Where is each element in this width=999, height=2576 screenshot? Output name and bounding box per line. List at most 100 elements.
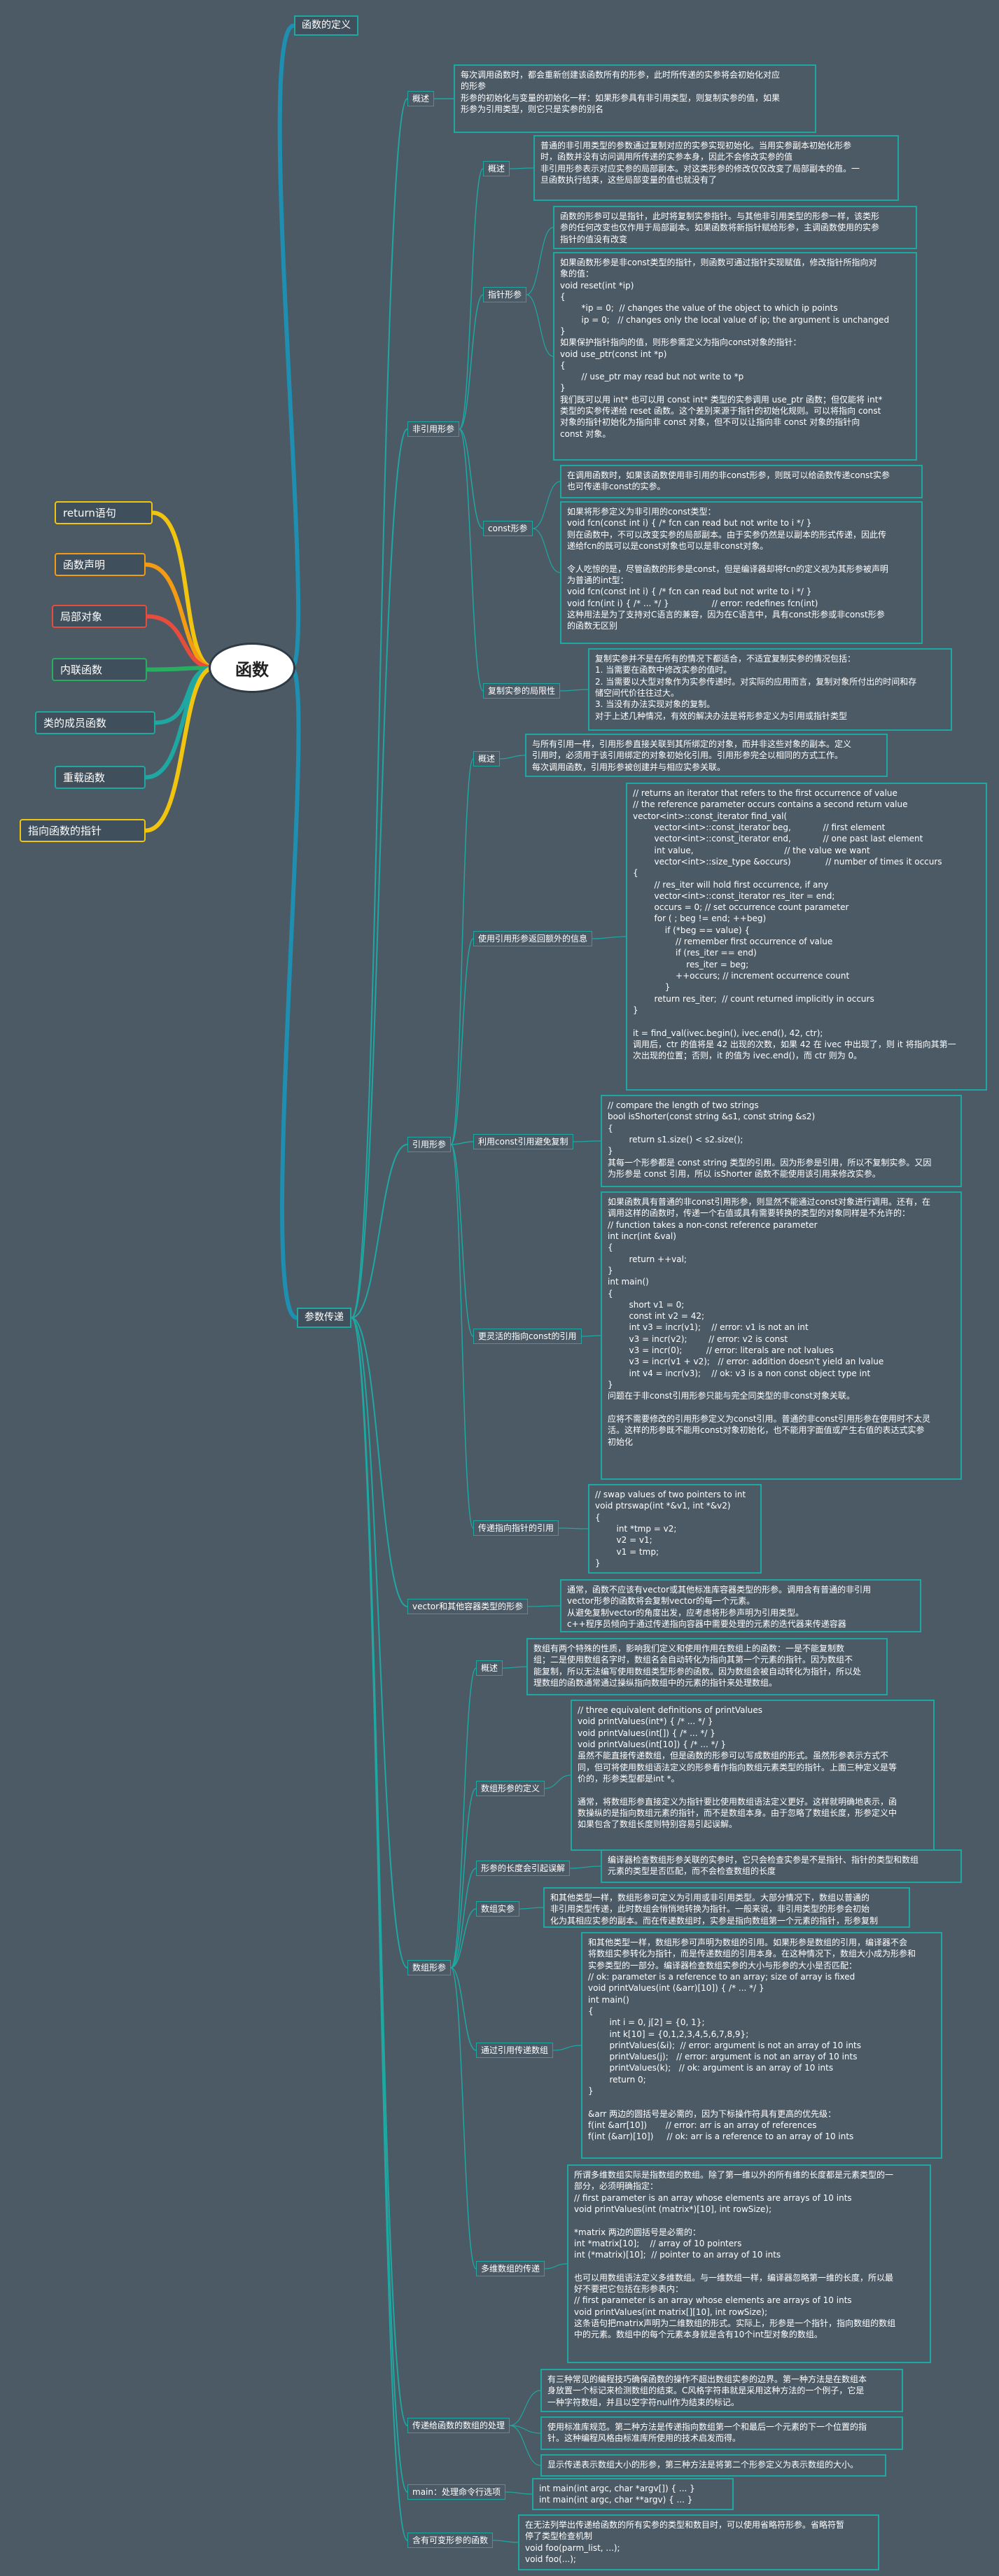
link-box-variadic xyxy=(492,2540,519,2543)
link-node-variadic xyxy=(351,1317,408,2541)
node-const-ref-avoid-copy[interactable]: 利用const引用避免复制 xyxy=(473,1134,573,1150)
node-ref-overview[interactable]: 概述 xyxy=(473,751,501,767)
link-box-const-ref-avoid-copy xyxy=(573,1140,601,1142)
link-box-pass-array-by-ref xyxy=(552,2045,582,2051)
box-array-handling-3: 显示传递表示数组大小的形参，第三种方法是将第二个形参定义为表示数组的大小。 xyxy=(540,2454,886,2477)
node-nonref-overview[interactable]: 概述 xyxy=(483,161,510,177)
link-box-copy-limit xyxy=(559,689,589,692)
box-flexible-const-ref: 如果函数具有普通的非const引用形参，则显然不能通过const对象进行调用。还… xyxy=(601,1191,962,1480)
box-overview-text: 每次调用函数时，都会重新创建该函数所有的形参，此时所传递的实参将会初始化对应 的… xyxy=(454,64,816,133)
box-ref-to-pointer: // swap values of two pointers to int vo… xyxy=(588,1484,762,1574)
link-box-ref-return-code xyxy=(592,936,627,939)
box-pass-array-by-ref: 和其他类型一样，数组形参可声明为数组的引用。如果形参是数组的引用，编译器不会 将… xyxy=(581,1932,942,2159)
link-box-ref-overview xyxy=(499,755,526,760)
link-node-array-length-misleading xyxy=(450,1868,477,1968)
box-array-overview: 数组有两个特殊的性质，影响我们定义和使用作用在数组上的函数：一是不能复制数 组；… xyxy=(526,1638,888,1695)
left-branch-0[interactable]: return语句 xyxy=(55,501,153,524)
left-link-0 xyxy=(152,510,215,670)
link-node-ref-overview xyxy=(450,758,474,1145)
box-array-handling-1: 有三种常见的编程技巧确保函数的操作不超出数组实参的边界。第一种方法是在数组本 身… xyxy=(540,2369,903,2412)
link-node-array-param-def xyxy=(450,1788,477,1968)
box-pointer-text1: 函数的形参可以是指针，此时将复制实参指针。与其他非引用类型的形参一样，该类形 参… xyxy=(553,206,917,249)
link-node-multidim-array xyxy=(450,1967,477,2269)
topic-parameter-passing[interactable]: 参数传递 xyxy=(297,1308,351,1328)
box-const-text1: 在调用函数时，如果该函数使用非引用的非const形参，则既可以给函数传递cons… xyxy=(560,465,923,498)
left-branch-6[interactable]: 指向函数的指针 xyxy=(20,819,146,842)
box-multidim-array: 所谓多维数组实际是指数组的数组。除了第一维以外的所有维的长度都是元素类型的一 部… xyxy=(567,2164,931,2363)
link-node-array-param xyxy=(351,1317,408,1968)
node-pass-array-by-ref[interactable]: 通过引用传递数组 xyxy=(476,2043,554,2059)
node-pointer-param[interactable]: 指针形参 xyxy=(483,287,527,303)
left-link-2 xyxy=(146,614,215,670)
box-array-length-misleading: 编译器检查数组形参关联的实参时，它只会检查实参是不是指针、指针的类型和数组 元素… xyxy=(601,1849,962,1883)
link-box-pointer-text1 xyxy=(526,227,554,295)
link-node-ref-param xyxy=(351,1144,408,1319)
link-box-nonref-overview xyxy=(509,167,534,169)
node-ref-return-extra[interactable]: 使用引用形参返回额外的信息 xyxy=(473,931,593,947)
box-main-cmdline: int main(int argc, char *argv[]) { ... }… xyxy=(532,2478,734,2510)
link-node-pass-array-by-ref xyxy=(450,1967,477,2051)
node-overview[interactable]: 概述 xyxy=(407,91,435,107)
link-box-array-argument xyxy=(519,1907,544,1910)
link-node-nonref-overview xyxy=(459,168,484,430)
box-vector-container: 通常，函数不应该有vector或其他标准库容器类型的形参。调用含有普通的非引用 … xyxy=(560,1579,921,1632)
left-branch-5[interactable]: 重载函数 xyxy=(55,766,146,789)
link-node-pointer-param xyxy=(459,294,484,430)
node-const-param[interactable]: const形参 xyxy=(483,521,533,537)
node-pass-array-handling[interactable]: 传递给函数的数组的处理 xyxy=(407,2418,510,2434)
link-box-main-cmdline xyxy=(505,2491,533,2495)
node-ref-param[interactable]: 引用形参 xyxy=(407,1137,452,1153)
box-nonref-overview: 普通的非引用类型的参数通过复制对应的实参实现初始化。当用实参副本初始化形参 时，… xyxy=(533,135,899,201)
node-main-cmdline[interactable]: main：处理命令行选项 xyxy=(407,2484,505,2500)
box-variadic: 在无法列举出传递给函数的所有实参的类型和数目时，可以使用省略符形参。省略符暂 停… xyxy=(518,2514,879,2570)
node-array-argument[interactable]: 数组实参 xyxy=(476,1901,520,1917)
root-topic: 函数 xyxy=(209,643,295,693)
node-vector-container-param[interactable]: vector和其他容器类型的形参 xyxy=(407,1599,529,1615)
link-node-nonref-param xyxy=(351,428,408,1319)
link-node-flexible-const-ref xyxy=(450,1144,474,1337)
link-node-const-ref-avoid-copy xyxy=(450,1141,474,1145)
left-branch-2[interactable]: 局部对象 xyxy=(52,605,147,628)
node-array-overview[interactable]: 概述 xyxy=(476,1660,503,1676)
left-branch-1[interactable]: 函数声明 xyxy=(55,553,146,576)
node-array-param-def[interactable]: 数组形参的定义 xyxy=(476,1781,545,1797)
link-box-const-text1 xyxy=(532,481,561,529)
link-node-copy-limit xyxy=(459,428,484,692)
topic-function-definition[interactable]: 函数的定义 xyxy=(294,15,358,36)
box-const-ref-avoid-copy: // compare the length of two strings boo… xyxy=(601,1095,962,1187)
link-box-array-overview xyxy=(502,1666,527,1669)
link-node-array-overview xyxy=(450,1667,477,1968)
link-node-ref-return-extra xyxy=(450,938,474,1145)
left-link-1 xyxy=(145,562,215,670)
box-ref-overview: 与所有引用一样，引用形参直接关联到其所绑定的对象，而并非这些对象的副本。定义 引… xyxy=(525,734,888,777)
box-pointer-text2: 如果函数形参是非const类型的指针，则函数可通过指针实现赋值，修改指针所指向对… xyxy=(553,252,917,461)
node-variadic[interactable]: 含有可变形参的函数 xyxy=(407,2533,494,2549)
link-node-const-param xyxy=(459,428,484,529)
trunk-topic-parameter-passing xyxy=(280,666,301,1320)
link-node-pass-array-handling xyxy=(351,1317,408,2426)
left-link-6 xyxy=(145,666,215,833)
link-box-array-handling-3 xyxy=(509,2425,541,2466)
link-node-vector-container-param xyxy=(351,1317,408,1607)
left-branch-4[interactable]: 类的成员函数 xyxy=(35,711,155,734)
node-flexible-const-ref[interactable]: 更灵活的指向const的引用 xyxy=(473,1329,582,1345)
box-ref-return-code: // returns an iterator that refers to th… xyxy=(626,783,987,1091)
node-nonref-param[interactable]: 非引用形参 xyxy=(407,421,460,438)
link-node-ref-to-pointer xyxy=(450,1144,474,1529)
node-array-length-misleading[interactable]: 形参的长度会引起误解 xyxy=(476,1861,571,1877)
link-box-multidim-array xyxy=(544,2263,568,2269)
left-branch-3[interactable]: 内联函数 xyxy=(52,658,147,681)
link-box-array-param-def xyxy=(544,1774,571,1789)
box-array-handling-2: 使用标准库规范。第二种方法是传递指向数组第一个和最后一个元素的下一个位置的指 针… xyxy=(540,2416,903,2450)
link-box-pointer-text2 xyxy=(526,294,554,357)
node-multidim-array[interactable]: 多维数组的传递 xyxy=(476,2261,545,2277)
box-array-argument: 和其他类型一样，数组形参可定义为引用或非引用类型。大部分情况下，数组以普通的 非… xyxy=(543,1887,910,1928)
link-node-overview xyxy=(351,98,408,1319)
link-box-const-text2 xyxy=(532,528,561,573)
link-node-array-argument xyxy=(450,1908,477,1968)
box-array-param-def: // three equivalent definitions of print… xyxy=(571,1700,935,1851)
node-array-param[interactable]: 数组形参 xyxy=(407,1960,452,1976)
node-copy-limit[interactable]: 复制实参的局限性 xyxy=(483,683,561,699)
node-ref-to-pointer[interactable]: 传递指向指针的引用 xyxy=(473,1520,559,1536)
